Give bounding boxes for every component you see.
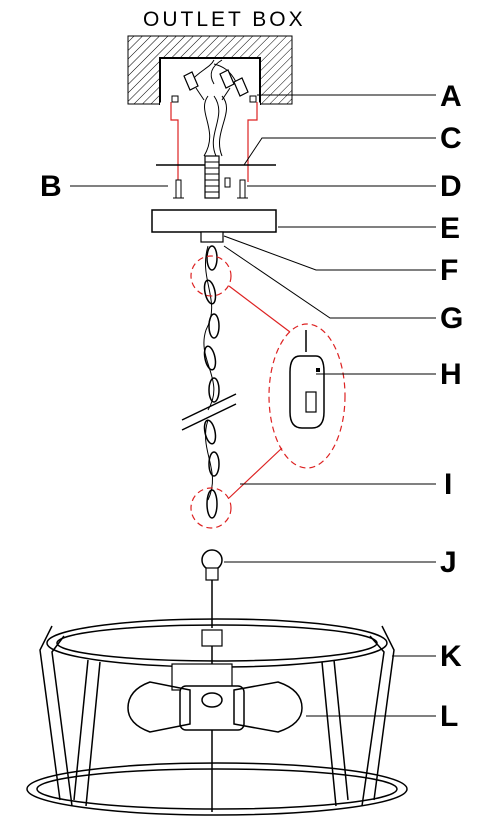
outlet-box [127,35,293,106]
wire-nuts [183,69,249,97]
chain [203,245,220,519]
label-c: C [440,122,462,155]
label-l: L [440,700,458,733]
screw-b [173,179,184,199]
shade-frame [26,618,408,816]
hanging-loop [201,549,223,628]
label-b: B [40,170,62,203]
threaded-nipple [204,155,220,199]
lock-nut [200,231,224,243]
light-sockets [127,663,303,733]
label-j: J [440,546,457,579]
canopy [151,209,277,233]
label-a: A [440,80,462,113]
label-f: F [440,254,458,287]
label-k: K [440,640,462,673]
label-i: I [444,468,452,501]
screw-d [224,177,248,199]
outlet-box-title: OUTLET BOX [143,8,306,31]
label-d: D [440,170,462,203]
quick-link-detail [289,330,325,429]
leader-lines [70,94,436,717]
chain-break-mark [181,393,237,431]
label-e: E [440,212,460,245]
mounting-screws [170,95,258,182]
label-g: G [440,302,463,335]
label-h: H [440,358,462,391]
detail-callouts [190,255,346,529]
